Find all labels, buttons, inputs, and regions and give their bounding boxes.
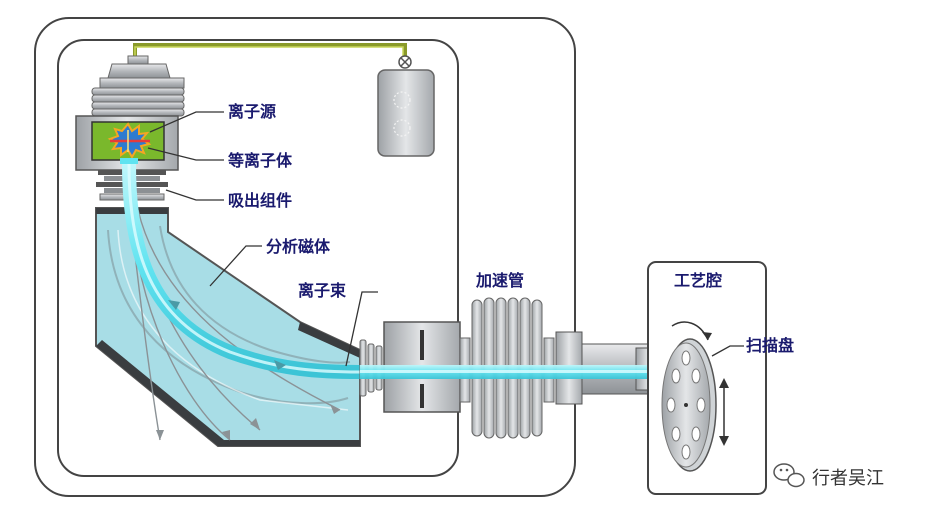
ion-source-chamber [75,115,179,171]
valve-icon [398,55,412,69]
label-plasma: 等离子体 [227,151,293,170]
label-accel-tube: 加速管 [475,271,524,290]
scan-disk [661,338,717,472]
gas-bottle [377,69,435,157]
label-ion-beam: 离子束 [298,281,347,300]
label-process-chamber: 工艺腔 [674,271,722,290]
double-arrow-icon [719,378,729,446]
leader-lines [147,111,744,367]
watermark-text: 行者吴江 [812,468,884,489]
label-ion-source: 离子源 [228,102,276,121]
label-scan-disk: 扫描盘 [746,336,794,355]
ion-source-cap [91,55,185,117]
label-extraction: 吸出组件 [228,191,292,210]
wechat-logo-icon [773,463,805,488]
label-analyzer-magnet: 分析磁体 [266,237,331,256]
